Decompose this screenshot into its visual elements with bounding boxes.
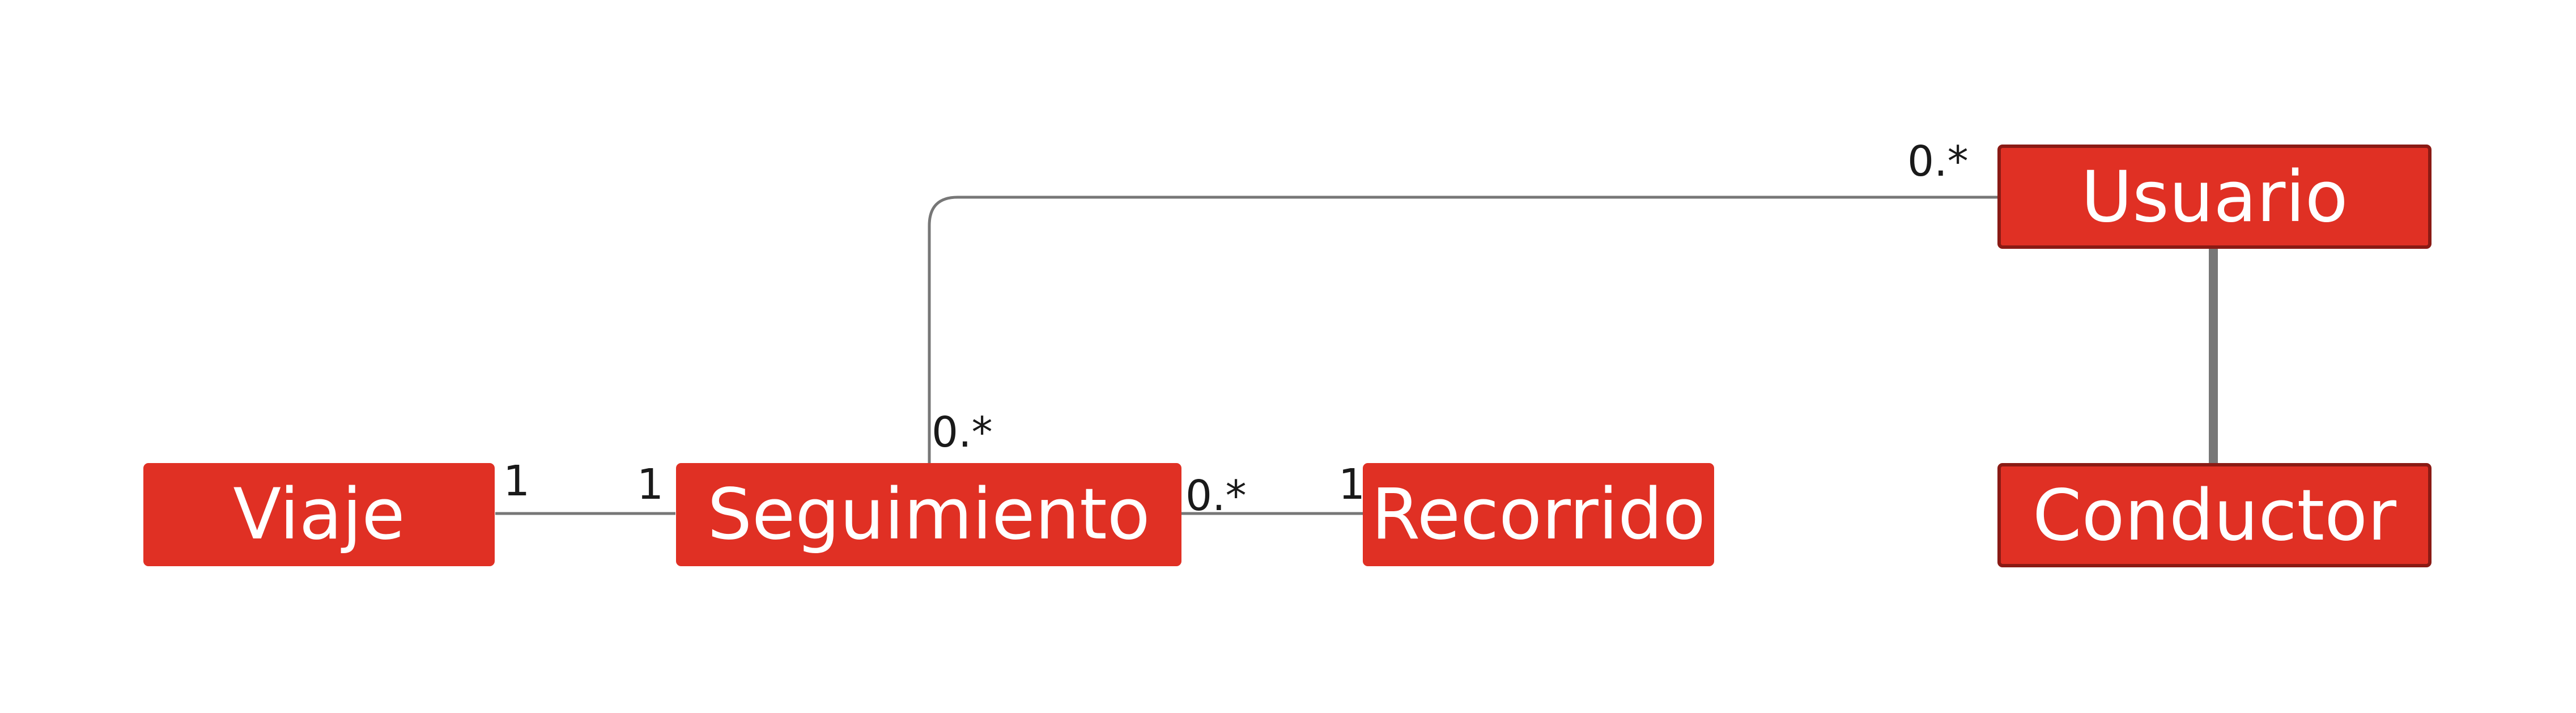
node-usuario-label: Usuario	[2081, 156, 2348, 238]
node-recorrido-box	[1363, 463, 1714, 566]
mult-recorrido-side: 1	[1338, 460, 1365, 509]
mult-usuario-side: 0.*	[1907, 137, 1969, 186]
node-recorrido[interactable]: Recorrido	[1363, 463, 1714, 566]
mult-seguimiento-right-side: 0.*	[1185, 472, 1247, 520]
mult-viaje-side: 1	[503, 457, 530, 506]
node-seguimiento-label: Seguimiento	[707, 474, 1150, 555]
node-usuario-box	[1997, 145, 2432, 249]
edge-seguimiento-usuario[interactable]	[928, 196, 1998, 464]
node-seguimiento[interactable]: Seguimiento	[676, 463, 1181, 566]
node-conductor-label: Conductor	[2033, 475, 2396, 557]
mult-seguimiento-left-side: 1	[637, 460, 664, 509]
mult-seguimiento-top-side: 0.*	[932, 408, 993, 457]
node-seguimiento-box	[676, 463, 1181, 566]
node-conductor[interactable]: Conductor	[1997, 463, 2432, 567]
node-usuario[interactable]: Usuario	[1997, 145, 2432, 249]
node-viaje-box	[143, 463, 495, 566]
multiplicities: 1 1 0.* 1 0.* 0.*	[503, 137, 1969, 520]
node-viaje-label: Viaje	[233, 474, 405, 555]
node-viaje[interactable]: Viaje	[143, 463, 495, 566]
node-recorrido-label: Recorrido	[1371, 474, 1706, 555]
node-conductor-box	[1997, 463, 2432, 567]
edges	[495, 196, 2218, 515]
